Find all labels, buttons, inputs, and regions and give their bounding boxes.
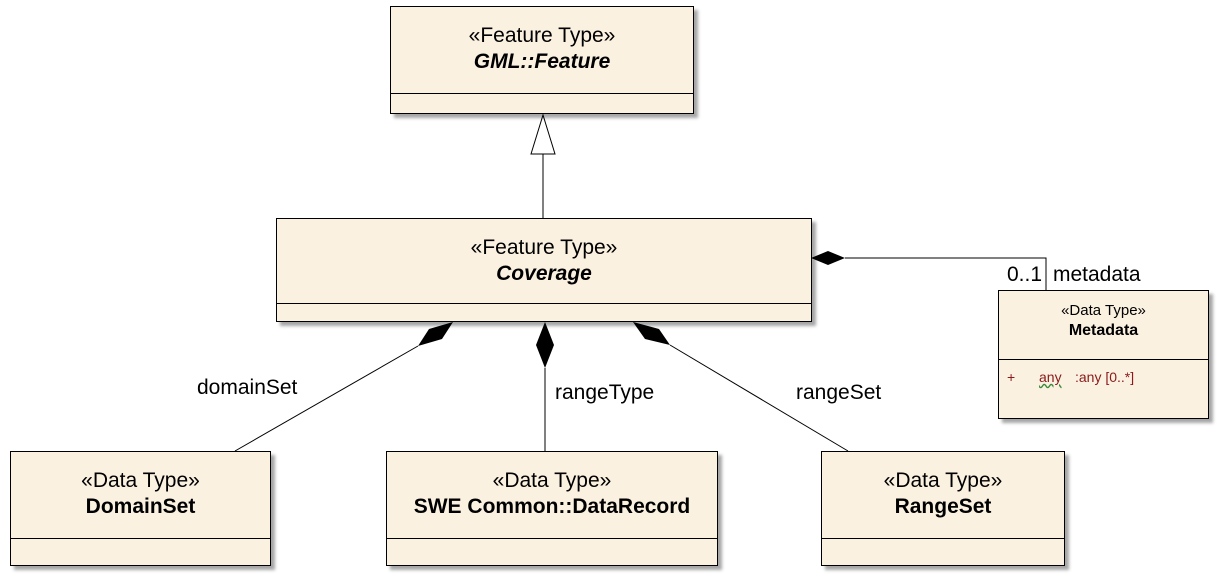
class-rangeset[interactable]: «Data Type» RangeSet <box>821 451 1065 566</box>
attribute-type: :any [0..*] <box>1075 369 1135 385</box>
metadata-composition-diamond <box>811 251 845 265</box>
class-metadata[interactable]: «Data Type» Metadata + any :any [0..*] <box>998 290 1209 419</box>
stereotype-label: «Data Type» <box>492 469 612 492</box>
stereotype-label: «Data Type» <box>1061 302 1146 319</box>
class-domainset[interactable]: «Data Type» DomainSet <box>10 451 271 566</box>
class-name: Coverage <box>496 262 592 285</box>
class-coverage[interactable]: «Feature Type» Coverage <box>276 218 812 322</box>
domainset-association-line <box>234 345 419 452</box>
domainset-composition-diamond <box>418 322 453 346</box>
stereotype-label: «Feature Type» <box>468 24 616 47</box>
class-name: RangeSet <box>894 495 992 518</box>
stereotype-label: «Data Type» <box>81 469 200 492</box>
class-name: GML::Feature <box>473 50 611 73</box>
class-name: DomainSet <box>85 495 196 518</box>
rangeset-association-line <box>669 344 849 452</box>
role-label-rangetype: rangeType <box>555 381 655 404</box>
stereotype-label: «Data Type» <box>883 469 1003 492</box>
generalization-arrowhead <box>530 113 556 155</box>
class-datarecord[interactable]: «Data Type» SWE Common::DataRecord <box>386 451 718 566</box>
class-name: SWE Common::DataRecord <box>413 495 691 518</box>
visibility-marker: + <box>1007 369 1016 385</box>
metadata-association-line <box>845 257 1047 290</box>
class-name: Metadata <box>1068 322 1139 339</box>
stereotype-label: «Feature Type» <box>470 236 618 259</box>
attribute-name: any <box>1039 369 1062 385</box>
multiplicity-label-metadata: 0..1 <box>1007 263 1043 286</box>
role-label-metadata: metadata <box>1053 263 1141 286</box>
rangeset-composition-diamond <box>633 322 670 345</box>
role-label-rangeset: rangeSet <box>796 381 882 404</box>
rangetype-composition-diamond <box>536 322 554 368</box>
attribute-row[interactable]: + any :any [0..*] <box>999 369 1208 389</box>
role-label-domainset: domainSet <box>197 376 298 399</box>
class-gml-feature[interactable]: «Feature Type» GML::Feature <box>390 6 694 114</box>
